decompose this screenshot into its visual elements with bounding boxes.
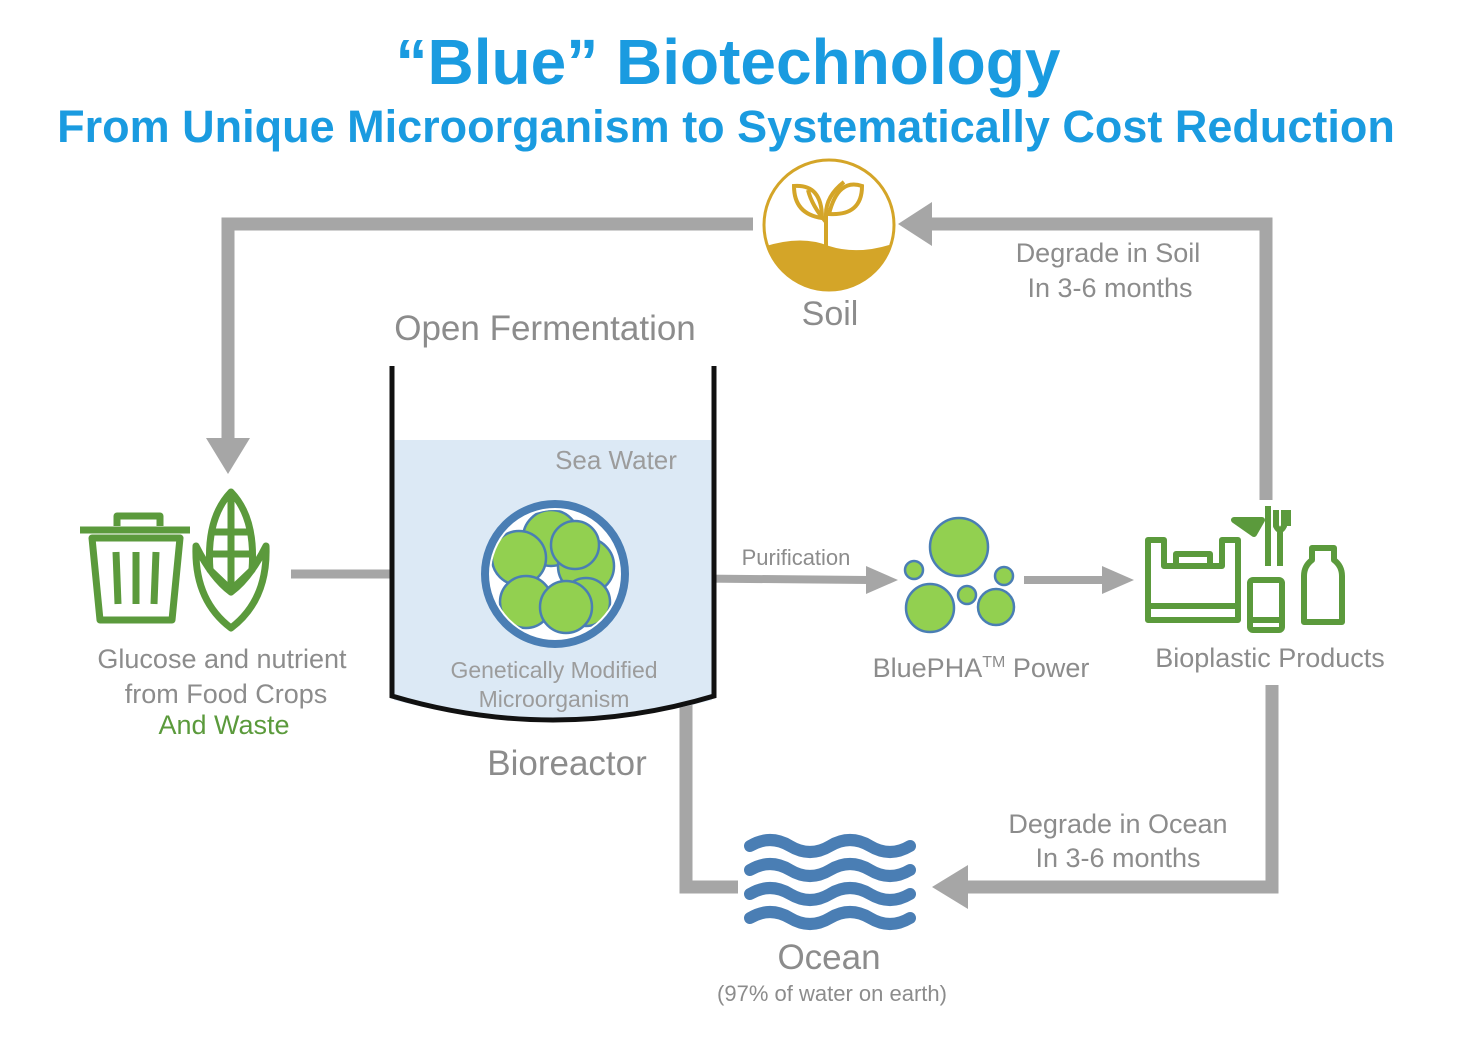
- diagram-title: “Blue” Biotechnology: [396, 26, 1061, 98]
- input-label-line1: Glucose and nutrient: [97, 644, 347, 674]
- soil-degrade-line1: Degrade in Soil: [1016, 238, 1201, 268]
- soil-degrade-line2: In 3-6 months: [1027, 273, 1192, 303]
- ocean-waves-icon: [744, 834, 916, 930]
- diagram-subtitle: From Unique Microorganism to Systematica…: [57, 101, 1395, 152]
- ocean-degrade-line2: In 3-6 months: [1035, 843, 1200, 873]
- pha-bubbles-icon: [903, 516, 1016, 634]
- microorganism-icon: [481, 500, 629, 648]
- microorganism-label-line1: Genetically Modified: [450, 657, 657, 683]
- bioreactor-label: Bioreactor: [487, 744, 647, 783]
- microorganism-label-line2: Microorganism: [479, 686, 630, 712]
- bluepha-brand: BluePHA: [873, 653, 983, 683]
- soil-label: Soil: [802, 295, 859, 333]
- open-fermentation-label: Open Fermentation: [394, 309, 696, 348]
- arrow-products-to-ocean: [932, 685, 1279, 909]
- ocean-label: Ocean: [777, 938, 880, 977]
- power-suffix: Power: [1005, 653, 1089, 683]
- ocean-note: (97% of water on earth): [717, 981, 947, 1006]
- arrow-soil-to-input: [206, 217, 753, 474]
- bluepha-power-label: BluePHATM Power: [873, 653, 1090, 683]
- soil-sprout-icon: [762, 158, 896, 292]
- bioplastic-products-label: Bioplastic Products: [1155, 643, 1385, 673]
- ocean-degrade-line1: Degrade in Ocean: [1008, 809, 1227, 839]
- trademark-sup: TM: [982, 654, 1005, 671]
- input-label-line2: from Food Crops: [125, 679, 328, 709]
- arrow-powder-to-products: [1024, 566, 1134, 594]
- corn-icon: [192, 488, 270, 632]
- arrow-products-to-soil: [898, 202, 1273, 500]
- purification-label: Purification: [742, 545, 851, 570]
- trash-can-icon: [80, 512, 190, 624]
- sea-water-label: Sea Water: [555, 445, 677, 475]
- bioplastic-products-icon: [1145, 506, 1345, 633]
- input-label-line3: And Waste: [158, 710, 289, 740]
